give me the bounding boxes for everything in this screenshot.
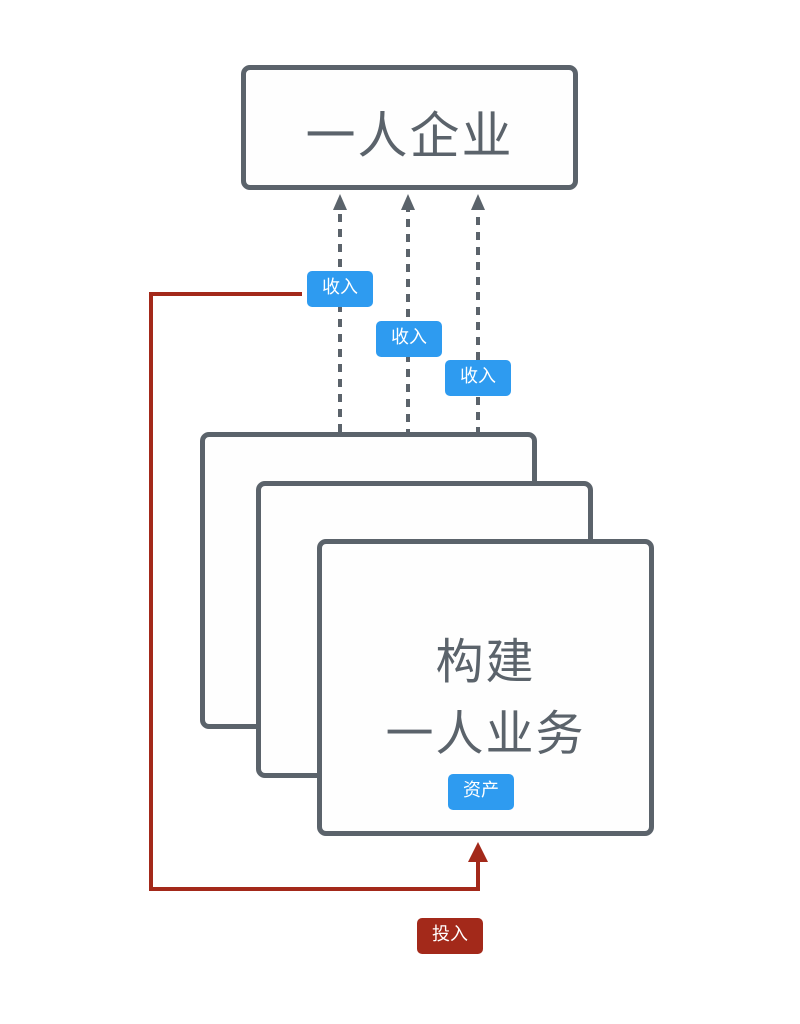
arrowhead-icon [471,194,485,210]
income-arrow-1 [333,194,347,432]
income-tag-2: 收入 [376,321,442,357]
income-tag-3: 收入 [445,360,511,396]
business-title-line1: 构建 [435,634,536,690]
asset-tag: 资产 [448,774,514,810]
business-title-line2: 一人业务 [385,706,586,762]
top-node-enterprise: 一人企业 [241,65,578,190]
arrowhead-icon [401,194,415,210]
income-tag-1: 收入 [307,271,373,307]
investment-tag: 投入 [417,918,483,954]
business-card-front: 构建 一人业务 资产 [317,539,654,836]
arrowhead-icon [468,842,488,862]
arrowhead-icon [333,194,347,210]
top-node-label: 一人企业 [305,107,514,165]
investment-loop [149,292,488,891]
